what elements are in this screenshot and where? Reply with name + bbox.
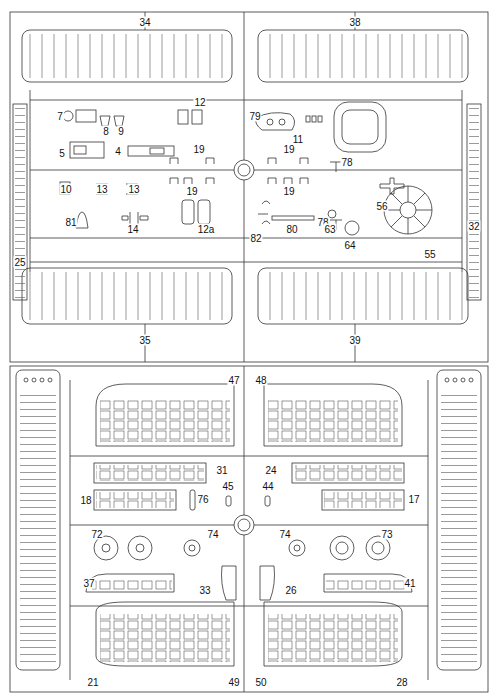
callout-number: 74 xyxy=(278,529,291,540)
callout-number: 81 xyxy=(64,217,77,228)
callout-number: 19 xyxy=(282,186,295,197)
callout-number: 25 xyxy=(13,257,26,268)
callout-number: 64 xyxy=(343,240,356,251)
callout-number: 78 xyxy=(340,157,353,168)
callout-number: 39 xyxy=(348,335,361,346)
callout-number: 21 xyxy=(86,677,99,688)
callout-number: 37 xyxy=(82,578,95,589)
callout-number: 38 xyxy=(348,17,361,28)
callout-number: 13 xyxy=(95,184,108,195)
callout-number: 8 xyxy=(102,126,110,137)
callout-number: 5 xyxy=(58,148,66,159)
callout-number: 74 xyxy=(206,529,219,540)
callout-number: 79 xyxy=(248,111,261,122)
callout-number: 45 xyxy=(221,481,234,492)
callout-number: 26 xyxy=(284,585,297,596)
callout-number: 19 xyxy=(192,144,205,155)
callout-number: 80 xyxy=(285,224,298,235)
callout-number: 33 xyxy=(198,585,211,596)
callout-number: 44 xyxy=(261,481,274,492)
callout-number: 12a xyxy=(197,224,216,235)
callout-number: 13 xyxy=(127,184,140,195)
callout-number: 50 xyxy=(254,677,267,688)
callout-number: 24 xyxy=(264,465,277,476)
callout-number: 32 xyxy=(467,221,480,232)
callout-number: 14 xyxy=(126,224,139,235)
callout-number: 10 xyxy=(59,184,72,195)
callout-number: 28 xyxy=(395,677,408,688)
callout-number: 47 xyxy=(227,375,240,386)
callout-number: 73 xyxy=(380,529,393,540)
callout-number: 19 xyxy=(185,186,198,197)
callout-number: 48 xyxy=(254,375,267,386)
callout-number: 82 xyxy=(249,233,262,244)
callout-number: 31 xyxy=(215,465,228,476)
callout-number: 18 xyxy=(79,495,92,506)
callout-number: 17 xyxy=(407,494,420,505)
callout-number: 34 xyxy=(138,17,151,28)
callout-number: 41 xyxy=(403,578,416,589)
callout-number: 49 xyxy=(227,677,240,688)
callout-number: 76 xyxy=(196,494,209,505)
callout-number: 35 xyxy=(138,335,151,346)
callout-number: 56 xyxy=(375,201,388,212)
callout-number: 72 xyxy=(90,529,103,540)
callout-number: 4 xyxy=(114,146,122,157)
callout-number: 12 xyxy=(193,97,206,108)
callout-number: 7 xyxy=(56,111,64,122)
callout-number: 19 xyxy=(282,144,295,155)
callout-number: 55 xyxy=(423,249,436,260)
callout-number: 63 xyxy=(323,224,336,235)
callout-number: 9 xyxy=(117,126,125,137)
